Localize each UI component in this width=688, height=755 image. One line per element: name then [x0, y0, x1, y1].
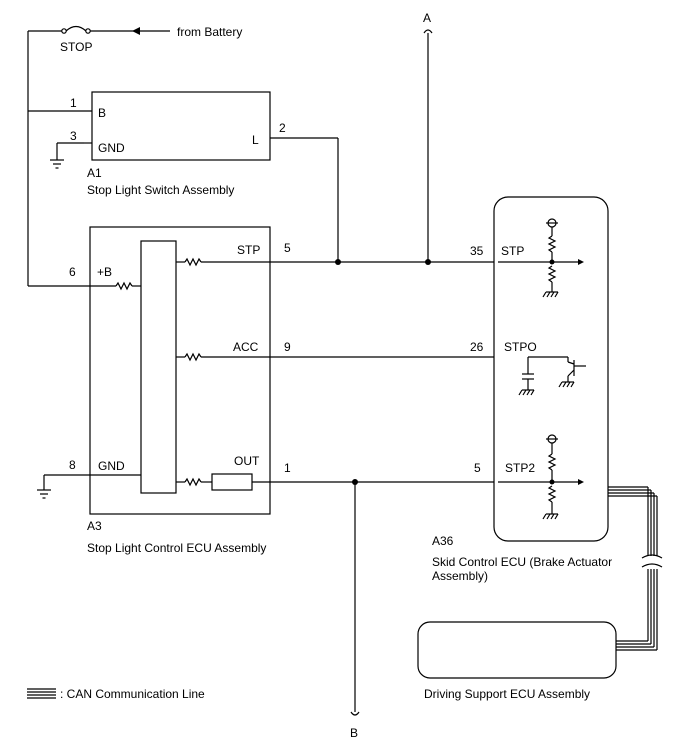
arrow-right-icon [578, 259, 584, 265]
fuse-label: STOP [60, 40, 92, 54]
a36-pin-stpo-num: 26 [470, 340, 484, 354]
a1-pin-b-num: 1 [70, 96, 77, 110]
a3-pin-b-name: +B [97, 265, 112, 279]
a36-name-line1: Skid Control ECU (Brake Actuator [432, 555, 612, 569]
ground-icon [542, 291, 559, 298]
a1-id: A1 [87, 166, 102, 180]
connector-a-label: A [423, 11, 431, 25]
stop-light-switch-assembly [28, 91, 339, 262]
stop-light-control-ecu [28, 226, 498, 515]
a3-pin-acc-name: ACC [233, 340, 259, 354]
driving-support-ecu-name: Driving Support ECU Assembly [424, 687, 590, 701]
a3-name: Stop Light Control ECU Assembly [87, 541, 266, 555]
a36-pin-stp-num: 35 [470, 244, 484, 258]
ground-icon [558, 381, 575, 388]
a1-pin-gnd-name: GND [98, 141, 125, 155]
ground-icon [542, 513, 559, 520]
can-communication-line [608, 486, 663, 651]
battery-label: from Battery [177, 25, 242, 39]
a3-pin-gnd-num: 8 [69, 458, 76, 472]
connector-a-line [423, 29, 433, 262]
ground-icon [518, 389, 535, 396]
a36-name-line2: Assembly) [432, 569, 488, 583]
junction-dot [352, 479, 358, 485]
battery-feed [27, 25, 170, 286]
a36-pin-stpo-name: STPO [504, 340, 537, 354]
a1-pin-l-num: 2 [279, 121, 286, 135]
a36-pin-stp2-num: 5 [474, 461, 481, 475]
arrow-right-icon [578, 479, 584, 485]
a3-pin-acc-num: 9 [284, 340, 291, 354]
a1-name: Stop Light Switch Assembly [87, 183, 234, 197]
ground-icon [50, 159, 64, 169]
a3-pin-out-num: 1 [284, 461, 291, 475]
a36-pin-stp-name: STP [501, 244, 524, 258]
a36-id: A36 [432, 534, 454, 548]
a3-id: A3 [87, 519, 102, 533]
a1-pin-l-name: L [252, 133, 259, 147]
a3-pin-stp-num: 5 [284, 241, 291, 255]
ground-icon [37, 489, 51, 499]
connector-b-line [350, 482, 360, 716]
a3-pin-out-name: OUT [234, 454, 260, 468]
a3-pin-stp-name: STP [237, 243, 260, 257]
connector-b-label: B [350, 726, 358, 740]
battery-arrow-icon [132, 27, 140, 35]
a36-pin-stp2-name: STP2 [505, 461, 535, 475]
legend-label: : CAN Communication Line [60, 687, 205, 701]
junction-dot [335, 259, 341, 265]
a1-pin-b-name: B [98, 106, 106, 120]
a3-pin-b-num: 6 [69, 265, 76, 279]
skid-control-ecu [493, 196, 609, 542]
junction-dot [425, 259, 431, 265]
a1-pin-gnd-num: 3 [70, 129, 77, 143]
driving-support-ecu [417, 621, 617, 679]
a3-pin-gnd-name: GND [98, 459, 125, 473]
can-legend-icon [27, 688, 56, 699]
